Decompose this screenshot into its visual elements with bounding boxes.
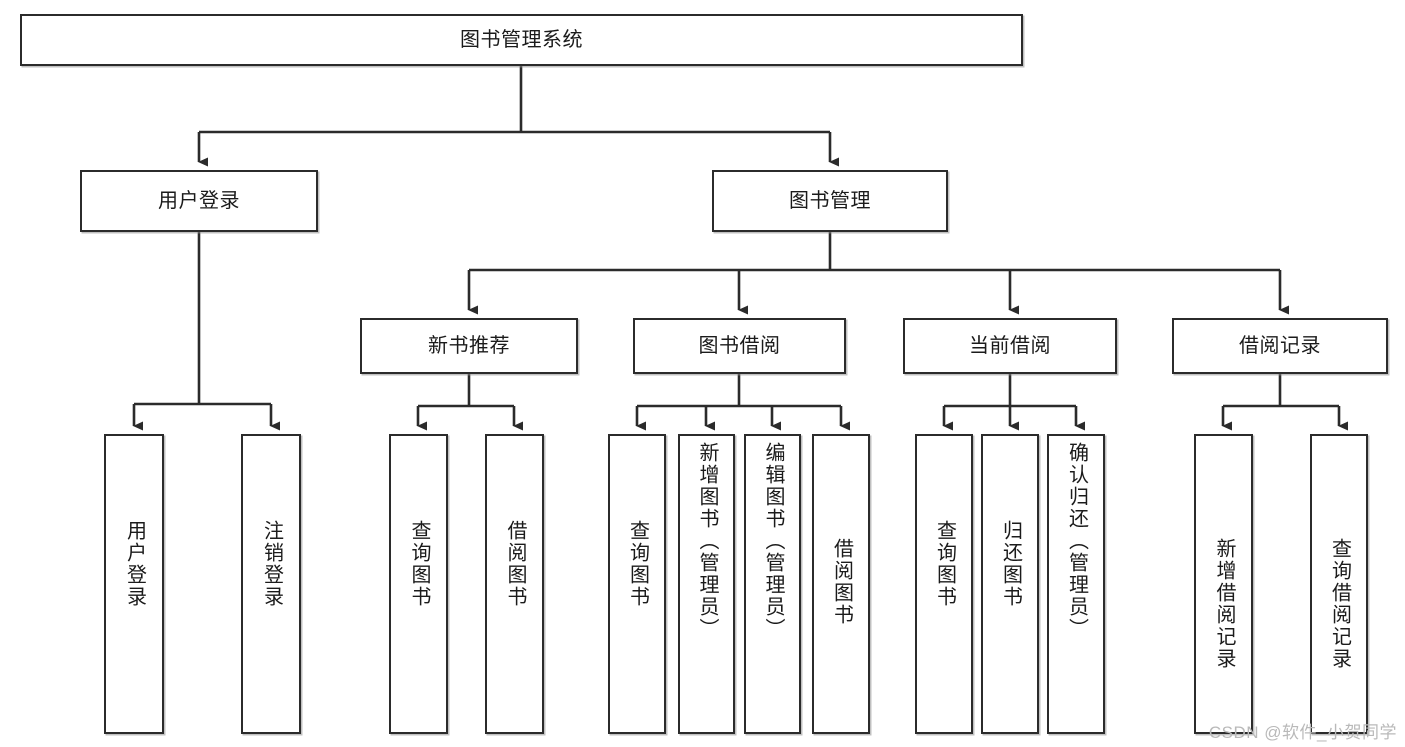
leaf-newbook-query-books-label: 查询图书 bbox=[408, 520, 430, 608]
leaf-user-logout-label: 注销登录 bbox=[260, 520, 283, 608]
leaf-newbook-borrow-books[interactable]: 借阅图书 bbox=[485, 434, 544, 734]
leaf-user-login-label: 用户登录 bbox=[123, 520, 146, 608]
leaf-record-add-borrow-record-label: 新增借阅记录 bbox=[1213, 538, 1235, 670]
leaf-borrow-edit-book-admin[interactable]: 编辑图书（管理员） bbox=[744, 434, 801, 734]
leaf-user-login[interactable]: 用户登录 bbox=[104, 434, 164, 734]
leaf-borrow-add-book-admin[interactable]: 新增图书（管理员） bbox=[678, 434, 735, 734]
node-new-book-recommend[interactable]: 新书推荐 bbox=[360, 318, 578, 374]
node-book-management-label: 图书管理 bbox=[789, 189, 871, 212]
leaf-current-return-books[interactable]: 归还图书 bbox=[981, 434, 1039, 734]
leaf-borrow-query-books-label: 查询图书 bbox=[626, 520, 649, 608]
leaf-current-query-books[interactable]: 查询图书 bbox=[915, 434, 973, 734]
leaf-borrow-add-book-admin-label: 新增图书（管理员） bbox=[696, 442, 718, 640]
node-book-borrow[interactable]: 图书借阅 bbox=[633, 318, 846, 374]
leaf-borrow-lend-books-label: 借阅图书 bbox=[830, 538, 853, 626]
node-current-borrow-label: 当前借阅 bbox=[969, 334, 1051, 357]
node-book-borrow-label: 图书借阅 bbox=[698, 334, 781, 357]
node-root[interactable]: 图书管理系统 bbox=[20, 14, 1023, 66]
node-new-book-recommend-label: 新书推荐 bbox=[428, 334, 510, 357]
leaf-current-confirm-return-admin-label: 确认归还（管理员） bbox=[1065, 442, 1088, 640]
node-borrow-record-label: 借阅记录 bbox=[1239, 334, 1321, 357]
watermark: CSDN @软件_小贺同学 bbox=[1208, 723, 1397, 742]
leaf-borrow-query-books[interactable]: 查询图书 bbox=[608, 434, 666, 734]
leaf-current-query-books-label: 查询图书 bbox=[933, 520, 956, 608]
node-user-login[interactable]: 用户登录 bbox=[80, 170, 318, 232]
leaf-borrow-edit-book-admin-label: 编辑图书（管理员） bbox=[762, 442, 784, 640]
leaf-record-add-borrow-record[interactable]: 新增借阅记录 bbox=[1194, 434, 1253, 734]
leaf-record-query-borrow-record-label: 查询借阅记录 bbox=[1328, 538, 1351, 670]
leaf-borrow-lend-books[interactable]: 借阅图书 bbox=[812, 434, 870, 734]
leaf-record-query-borrow-record[interactable]: 查询借阅记录 bbox=[1310, 434, 1368, 734]
node-book-management[interactable]: 图书管理 bbox=[712, 170, 948, 232]
node-root-label: 图书管理系统 bbox=[460, 28, 583, 51]
leaf-current-confirm-return-admin[interactable]: 确认归还（管理员） bbox=[1047, 434, 1105, 734]
leaf-current-return-books-label: 归还图书 bbox=[999, 520, 1022, 608]
node-current-borrow[interactable]: 当前借阅 bbox=[903, 318, 1117, 374]
leaf-user-logout[interactable]: 注销登录 bbox=[241, 434, 301, 734]
leaf-newbook-borrow-books-label: 借阅图书 bbox=[504, 520, 526, 608]
leaf-newbook-query-books[interactable]: 查询图书 bbox=[389, 434, 448, 734]
node-user-login-label: 用户登录 bbox=[158, 189, 240, 212]
node-borrow-record[interactable]: 借阅记录 bbox=[1172, 318, 1388, 374]
